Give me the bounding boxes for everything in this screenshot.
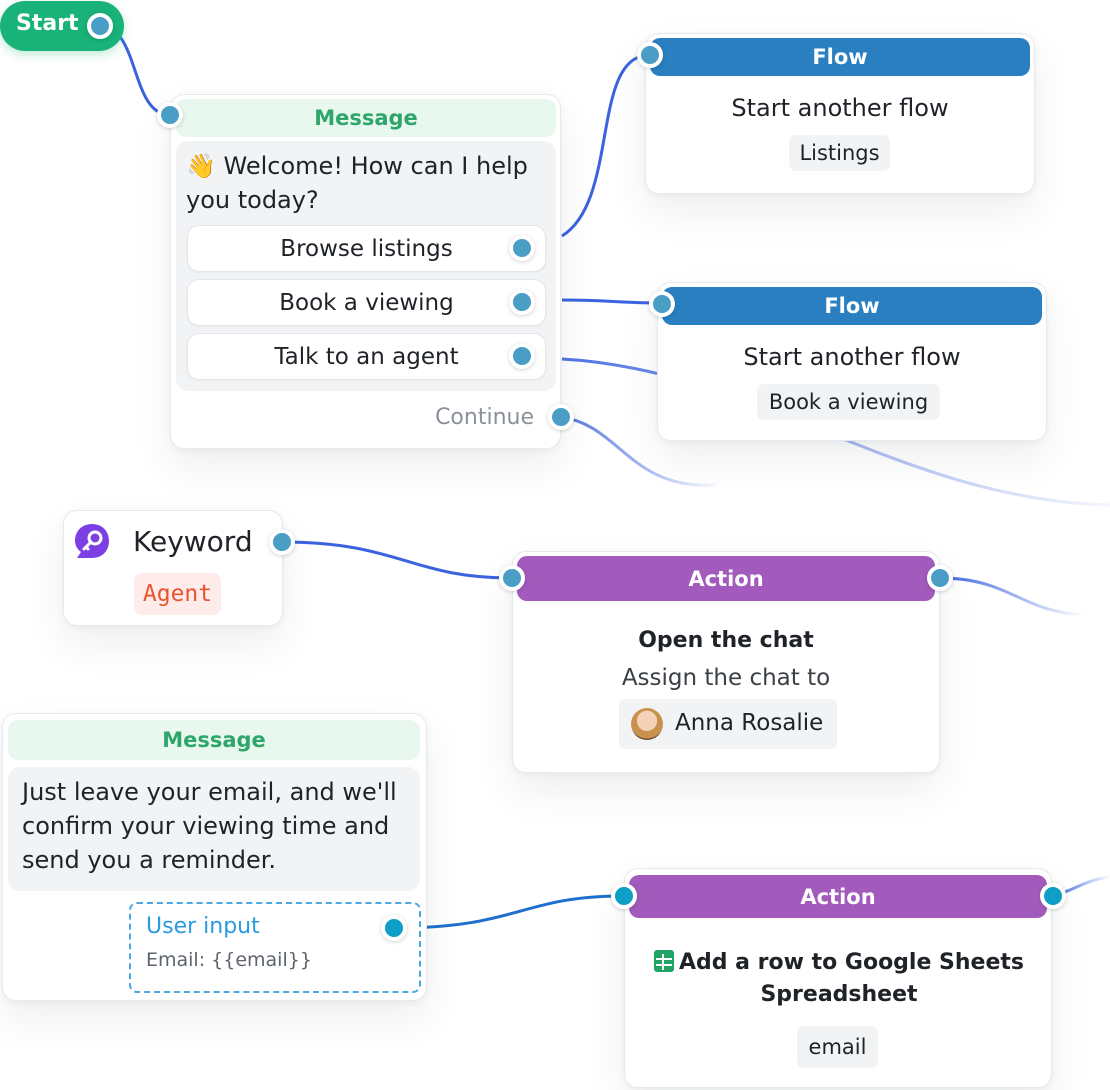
message-header: Message	[8, 720, 420, 760]
action1-output-port[interactable]	[927, 565, 953, 591]
message-text: 👋 Welcome! How can I help you today?	[186, 152, 528, 214]
wire-action1-out	[939, 576, 1086, 617]
flow-card-book-viewing[interactable]: Flow Start another flow Book a viewing	[657, 282, 1047, 441]
flow1-input-port[interactable]	[637, 42, 663, 68]
continue-label: Continue	[435, 405, 534, 430]
avatar	[631, 708, 663, 740]
action-title: Open the chat	[638, 628, 814, 653]
user-input-box[interactable]: User input Email: {{email}}	[129, 902, 421, 993]
action-card-open-chat[interactable]: Action Open the chat Assign the chat to …	[512, 551, 940, 773]
wire-book-to-flow	[561, 298, 663, 305]
agent-output-port[interactable]	[509, 343, 535, 369]
keyword-output-port[interactable]	[269, 529, 295, 555]
google-sheets-icon	[653, 950, 674, 972]
wire-keyword-to-action	[281, 540, 513, 580]
action2-input-port[interactable]	[611, 883, 637, 909]
flow-title: Start another flow	[743, 343, 961, 371]
quick-reply-browse-listings[interactable]: Browse listings	[187, 225, 546, 272]
flow-header: Flow	[662, 287, 1042, 325]
action-subtitle: Assign the chat to	[621, 665, 831, 691]
field-chip-email: email	[797, 1026, 878, 1068]
flow-title: Start another flow	[731, 94, 949, 122]
user-input-label: User input	[146, 914, 260, 939]
message-input-port[interactable]	[157, 102, 183, 128]
action-title-wrap: Add a row to Google Sheets Spreadsheet	[645, 947, 1033, 1011]
user-input-output-port[interactable]	[381, 915, 407, 941]
message-card-email[interactable]: Message Just leave your email, and we'll…	[2, 713, 427, 1001]
keyword-icon	[73, 522, 111, 560]
flow-target-chip: Listings	[789, 135, 890, 171]
keyword-title: Keyword	[133, 525, 253, 558]
assignee-name: Anna Rosalie	[675, 710, 824, 736]
continue-output-port[interactable]	[548, 404, 574, 430]
action2-output-port[interactable]	[1040, 883, 1066, 909]
keyword-tag: Agent	[134, 573, 221, 615]
wire-input-to-action2	[393, 894, 625, 930]
action-header: Action	[517, 556, 935, 601]
assignee-chip[interactable]: Anna Rosalie	[619, 699, 837, 749]
wire-browse-to-flow	[561, 53, 651, 238]
keyword-trigger-card[interactable]: Keyword Agent	[63, 510, 283, 626]
start-output-port[interactable]	[87, 13, 113, 39]
quick-reply-book-viewing[interactable]: Book a viewing	[187, 279, 546, 326]
flow2-input-port[interactable]	[649, 291, 675, 317]
message-header: Message	[176, 99, 556, 137]
flow-card-listings[interactable]: Flow Start another flow Listings	[645, 33, 1035, 194]
action-card-google-sheets[interactable]: Action Add a row to Google Sheets Spread…	[624, 868, 1052, 1088]
wave-icon: 👋	[186, 152, 216, 180]
flow-header: Flow	[650, 38, 1030, 76]
flow-target-chip: Book a viewing	[757, 384, 940, 420]
book-output-port[interactable]	[509, 289, 535, 315]
message-bubble	[8, 767, 420, 891]
user-input-value: Email: {{email}}	[146, 949, 312, 971]
quick-reply-talk-to-agent[interactable]: Talk to an agent	[187, 333, 546, 380]
action1-input-port[interactable]	[499, 565, 525, 591]
browse-output-port[interactable]	[509, 235, 535, 261]
message-text: Just leave your email, and we'll confirm…	[22, 778, 397, 874]
action-header: Action	[629, 875, 1047, 918]
message-card-welcome[interactable]: Message 👋 Welcome! How can I help you to…	[170, 94, 561, 449]
start-label: Start	[16, 11, 79, 36]
